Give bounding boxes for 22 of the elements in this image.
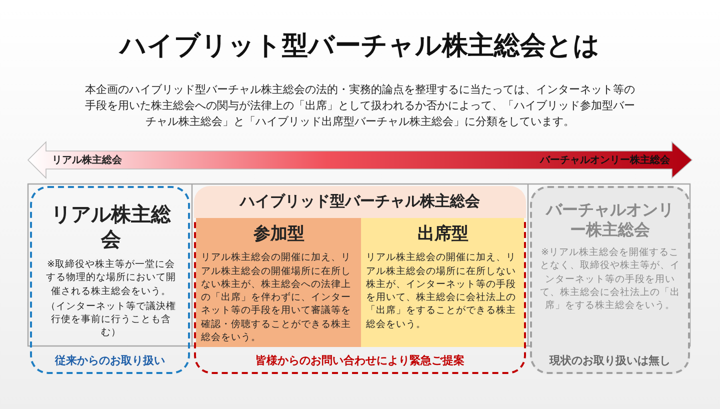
arrow-label: バーチャルオンリー株主総会: [540, 153, 670, 167]
arrow-label: リアル株主総会: [52, 153, 122, 167]
footer-note: 皆様からのお問い合わせにより緊急ご提案: [254, 353, 466, 368]
category-panel: [196, 218, 361, 347]
description-text: リアル株主総会の開催に加え、リアル株主総会の開催場所に在所しない株主が、株主総会への法律上の「出席」を伴わずに、インターネット等の手段を用いて審議等を確認・傍聴することができる株主総会をいう。: [201, 251, 352, 344]
heading: 参加型: [252, 224, 306, 246]
heading: リアル株主総会: [50, 202, 172, 252]
description-text: （インターネット等で議決権行使を事前に行うことも含む）: [45, 300, 177, 340]
description-text: ※取締役や株主等が一堂に会する物理的な場所において開催される株主総会をいう。: [45, 258, 177, 298]
footer-note: 従来からのお取り扱い: [54, 353, 166, 368]
intro-text: 本企画のハイブリッド型バーチャル株主総会の法的・実務的論点を整理するに当たっては、インターネット等の手段を用いた株主総会への関与が法律上の「出席」として扱われるか否かによって、「ハイブリッド参加型バーチャル株主総会」と「ハイブリッド出席型バーチャル株主総会」に分類をしています。: [84, 82, 636, 130]
dashed-group-box: [194, 186, 526, 374]
title: ハイブリット型バーチャル株主総会とは: [118, 30, 601, 63]
description-text: リアル株主総会の開催に加え、リアル株主総会の場所に在所しない株主が、インターネット等の手段を用いて、株主総会に会社法上の「出席」をすることができる株主総会をいう。: [366, 251, 517, 332]
heading: 出席型: [416, 224, 470, 246]
description-text: ※リアル株主総会を開催することなく、取締役や株主等が、インターネット等の手段を用いて、株主総会に会社法上の「出席」をする株主総会をいう。: [540, 246, 680, 312]
heading: バーチャルオンリー株主総会: [544, 200, 675, 240]
heading-band: ハイブリッド型バーチャル株主総会: [194, 186, 526, 218]
dashed-group-box: [530, 186, 690, 374]
category-panel: [361, 218, 524, 347]
dashed-group-box: [30, 186, 190, 374]
footer-note: 現状のお取り扱いは無し: [548, 353, 672, 368]
